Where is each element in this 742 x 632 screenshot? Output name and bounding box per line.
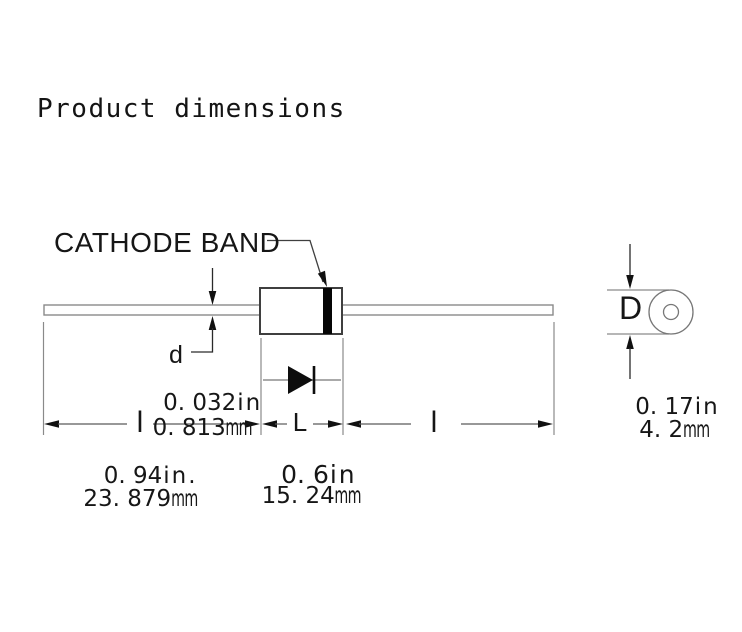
cathode-band-label: CATHODE BAND [54,227,281,258]
cathode-band-leader-line [267,239,324,283]
body-length-inches: 0. 6in [249,437,356,512]
body-diameter-mm-value: 4. 2 [639,417,684,443]
lead-length-left-mm: 23. 879mm [54,465,214,534]
lead-left [43,304,261,316]
lead-length-left-mm-unit: mm [171,486,198,512]
body-diameter-inches-unit: in [694,394,720,420]
dim-right-arrow-left [346,420,361,428]
body-diameter-inches-value: 0. 17 [635,394,694,420]
lead-length-left-mm-value: 23. 879 [83,486,172,512]
body-length-inches-unit: in [329,460,357,489]
page-title: Product dimensions [37,94,346,124]
lead-diameter-inches: 0. 032in [134,369,262,438]
body-diameter-symbol: D [619,290,643,326]
lead-right [341,304,554,316]
body-length-mm: 15. 24mm [232,462,377,531]
diode-symbol-triangle [288,366,313,394]
lead-diameter-label-leader [191,328,214,353]
body-length-inches-value: 0. 6 [281,460,329,489]
lead-length-left-symbol: l [136,406,144,439]
lead-diameter-symbol: d [169,341,183,369]
cathode-band [323,288,332,334]
body-length-symbol: L [292,407,308,437]
lead-length-left-inches-value: 0. 94 [103,463,163,489]
lead-length-right-symbol: l [430,406,438,439]
body-diameter-mm: 4. 2mm [610,396,726,465]
body-length-mm-value: 15. 24 [261,483,335,509]
lead-diameter-mm: 0. 813mm [123,394,268,463]
body-diameter-inches: 0. 17in [606,373,720,442]
dim-left-arrow-right [245,420,260,428]
lead-diameter-mm-value: 0. 813 [152,415,226,441]
lead-diameter-arrow-top-head [208,291,217,305]
diameter-arrow-top-head [626,275,634,289]
lead-diameter-inches-value: 0. 032 [163,390,237,416]
dim-right-arrow-right [538,420,553,428]
dim-body-arrow-left [262,420,277,428]
lead-length-left-inches: 0. 94in. [74,442,197,511]
body-length-mm-unit: mm [334,483,362,509]
lead-diameter-mm-unit: mm [225,415,253,441]
lead-diameter-arrow-bottom-head [208,316,217,330]
cathode-band-leader-arrowhead [317,270,327,287]
dim-body-arrow-right [328,420,343,428]
lead-length-left-inches-unit: in. [163,463,198,489]
lead-diameter-inches-unit: in [237,390,263,416]
end-view-lead-circle [662,303,680,321]
body-diameter-mm-unit: mm [683,417,710,443]
diameter-arrow-bottom-head [626,335,634,349]
dim-left-arrow-left [44,420,59,428]
